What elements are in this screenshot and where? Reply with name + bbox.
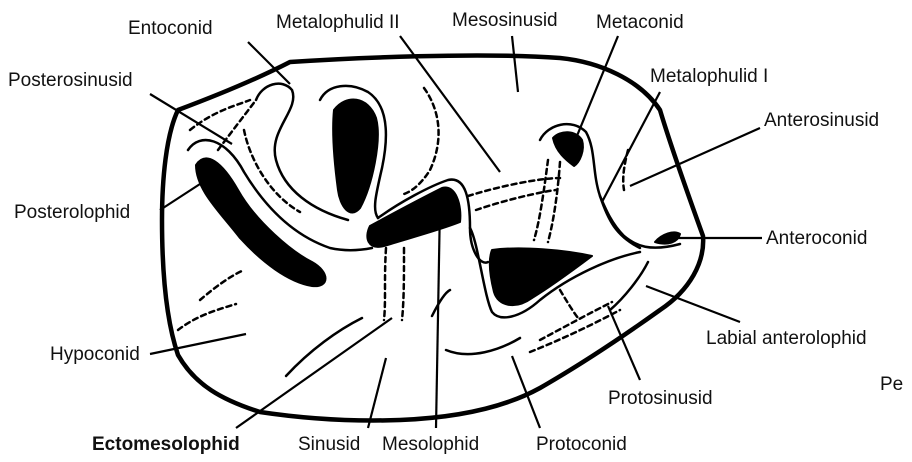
leader-sinusid xyxy=(368,358,386,428)
leader-posterolophid xyxy=(160,184,200,210)
leader-mesosinusid xyxy=(512,36,518,92)
metaconid-dash xyxy=(534,160,548,240)
entoconid-dash xyxy=(244,130,300,212)
hypoconid-dash-2 xyxy=(200,270,244,300)
label-sinusid: Sinusid xyxy=(298,434,360,455)
sinusid-dash-2 xyxy=(402,248,404,320)
label-labial-anterolophid: Labial anterolophid xyxy=(706,328,867,349)
label-posterosinusid: Posterosinusid xyxy=(8,70,133,91)
label-mesosinusid: Mesosinusid xyxy=(452,10,558,31)
label-metalophulid-i: Metalophulid I xyxy=(650,66,768,87)
label-anteroconid: Anteroconid xyxy=(766,228,867,249)
sinusid-dash xyxy=(384,248,386,320)
leader-hypoconid xyxy=(150,334,246,354)
label-anterosinusid: Anterosinusid xyxy=(764,110,879,131)
posterosinusid-dash-inner xyxy=(218,100,256,150)
protoconid-lower-ridge xyxy=(446,338,520,354)
leader-posterosinusid xyxy=(150,94,232,144)
leader-mesolophid xyxy=(436,204,440,428)
label-entoconid: Entoconid xyxy=(128,18,213,39)
posterosinusid-dash xyxy=(190,100,250,130)
leader-anterosinusid xyxy=(630,128,760,186)
label-posterolophid: Posterolophid xyxy=(14,202,130,223)
label-metalophulid-ii: Metalophulid II xyxy=(276,12,400,33)
hypoconid-dash xyxy=(178,304,236,330)
label-protoconid: Protoconid xyxy=(536,434,627,455)
protoconid-dash xyxy=(560,290,578,318)
mesofossettid xyxy=(333,100,378,213)
label-metaconid: Metaconid xyxy=(596,12,684,33)
metaconid-dash-2 xyxy=(548,162,560,242)
ectomesolophid-ridge xyxy=(432,290,450,316)
label-mesolophid: Mesolophid xyxy=(382,434,479,455)
labial-anterolophid-ridge xyxy=(610,262,648,310)
label-protosinusid: Protosinusid xyxy=(608,388,713,409)
protosinusid-dash-2 xyxy=(540,302,612,340)
label-cropped-text: Pe xyxy=(880,374,903,395)
label-hypoconid: Hypoconid xyxy=(50,344,140,365)
anteroconid-spot xyxy=(655,232,680,243)
leader-metaconid xyxy=(572,36,618,148)
posterior-fossettid xyxy=(196,158,326,286)
metaconid-fossettid xyxy=(553,132,583,166)
mesosinusid-dash xyxy=(404,88,439,194)
leader-labial-anterolophid xyxy=(646,286,740,322)
leader-ectomesolophid xyxy=(236,318,392,428)
label-ectomesolophid: Ectomesolophid xyxy=(92,434,240,455)
